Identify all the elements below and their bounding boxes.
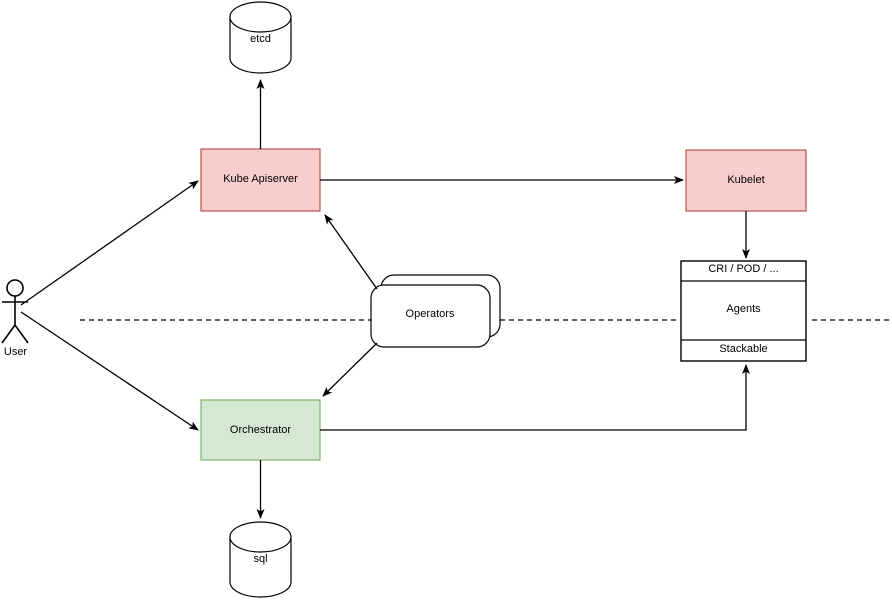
etcd-cylinder-shape <box>229 1 292 74</box>
sql-cylinder-shape <box>229 521 292 598</box>
kubelet-box-shape <box>685 149 807 212</box>
orchestrator-box-shape <box>200 399 321 461</box>
edge-operators-to-orchestrator <box>322 342 378 397</box>
edge-operators-to-apiserver <box>324 214 378 290</box>
edge-orchestrator-to-stackable <box>320 364 750 431</box>
apiserver-box-shape <box>200 148 321 212</box>
operators-stack-shape <box>370 274 501 348</box>
edge-user-to-apiserver <box>20 180 199 306</box>
edge-user-to-orchestrator <box>20 311 199 431</box>
user-actor-shape <box>1 279 29 344</box>
agents-box-shape <box>680 260 807 362</box>
